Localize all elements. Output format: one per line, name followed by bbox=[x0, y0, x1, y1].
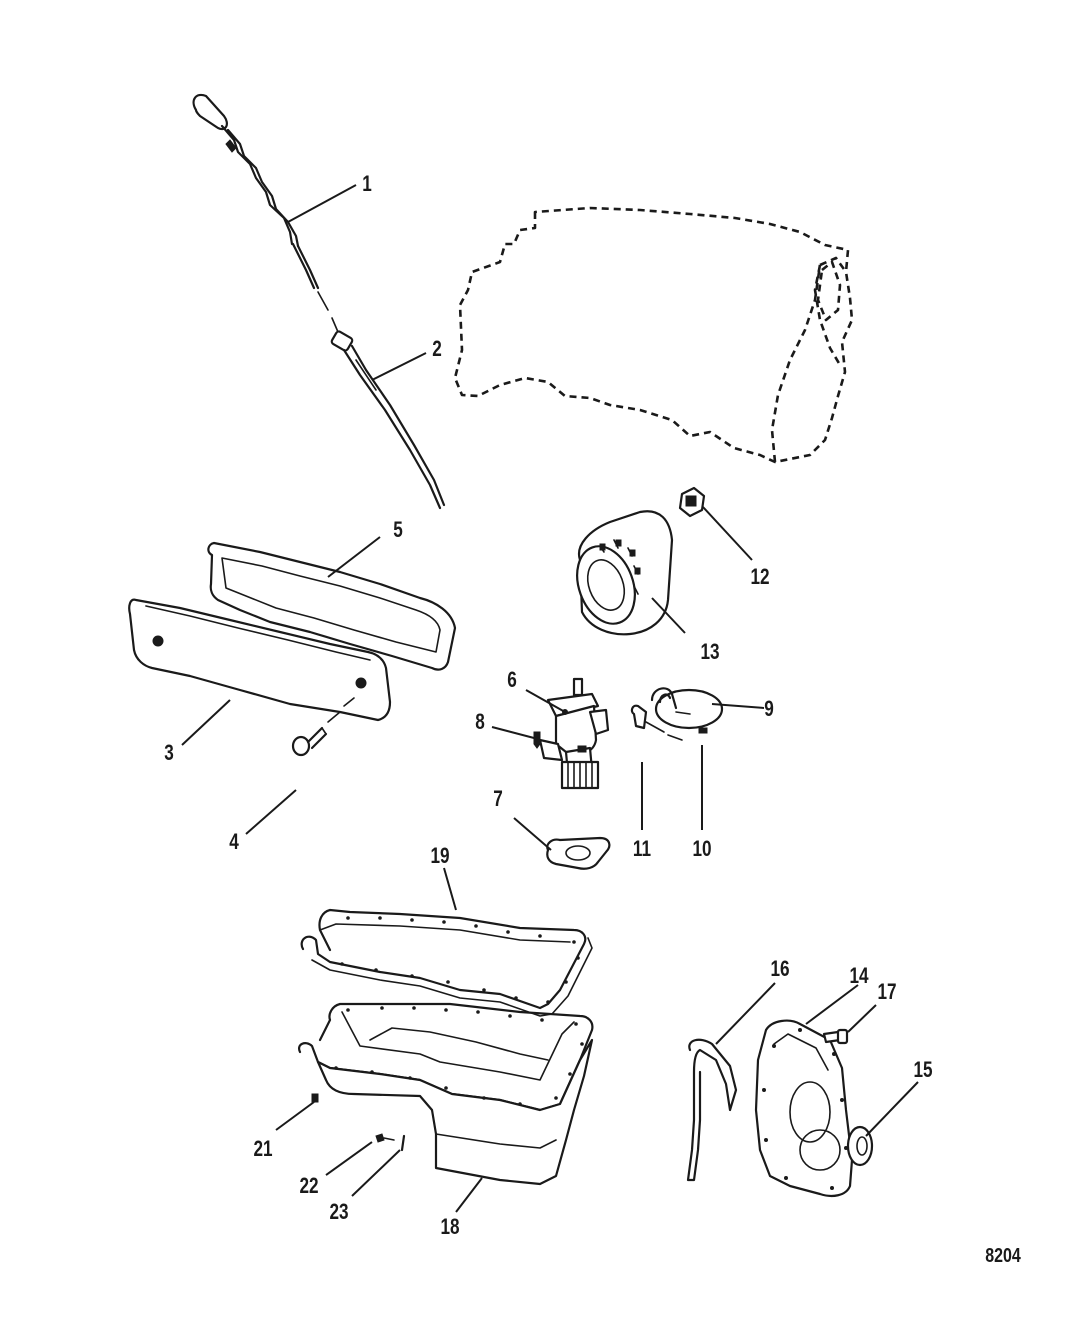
callout-5: 5 bbox=[393, 518, 403, 543]
timing-cover bbox=[754, 1019, 854, 1197]
pan-bolt bbox=[375, 1133, 395, 1143]
callout-16: 16 bbox=[770, 957, 789, 982]
pump-gasket bbox=[546, 836, 611, 870]
oil-pan bbox=[298, 1002, 594, 1186]
oil-filter bbox=[576, 510, 674, 636]
callout-8: 8 bbox=[475, 710, 485, 735]
callout-9: 9 bbox=[764, 697, 774, 722]
callout-13: 13 bbox=[700, 640, 719, 665]
leader-lines bbox=[181, 184, 919, 1213]
rocker-cover-gasket bbox=[207, 541, 457, 671]
callout-15: 15 bbox=[913, 1058, 932, 1083]
dipstick-tube bbox=[330, 330, 446, 510]
callout-7: 7 bbox=[493, 787, 503, 812]
callout-1: 1 bbox=[362, 172, 372, 197]
cover-bolt bbox=[291, 697, 355, 757]
pan-gasket bbox=[300, 908, 593, 1017]
callout-21: 21 bbox=[253, 1137, 272, 1162]
pickup-screw bbox=[698, 727, 708, 734]
callout-10: 10 bbox=[692, 837, 711, 862]
crank-seal bbox=[846, 1125, 874, 1167]
rocker-cover bbox=[128, 598, 392, 722]
callout-19: 19 bbox=[430, 844, 449, 869]
callout-23: 23 bbox=[329, 1200, 348, 1225]
pickup-screen bbox=[650, 687, 724, 730]
callout-17: 17 bbox=[877, 980, 896, 1005]
cover-screw bbox=[822, 1028, 849, 1045]
figure-id: 8204 bbox=[985, 1244, 1021, 1266]
filter-fitting bbox=[678, 486, 706, 518]
cover-gasket bbox=[686, 1038, 738, 1182]
dipstick-handle bbox=[192, 93, 339, 333]
callout-11: 11 bbox=[633, 837, 651, 862]
callout-2: 2 bbox=[432, 337, 442, 362]
callout-6: 6 bbox=[507, 668, 517, 693]
pump-screw bbox=[533, 731, 541, 749]
callout-14: 14 bbox=[849, 964, 868, 989]
callout-22: 22 bbox=[299, 1174, 318, 1199]
callout-12: 12 bbox=[750, 565, 769, 590]
engine-block-outline bbox=[453, 206, 854, 464]
pan-stud bbox=[400, 1134, 406, 1152]
callout-18: 18 bbox=[440, 1215, 459, 1240]
callout-labels: 1 2 3 4 5 6 7 8 9 10 11 12 13 14 15 16 1… bbox=[164, 172, 932, 1240]
pickup-clip bbox=[630, 704, 683, 741]
callout-3: 3 bbox=[164, 741, 174, 766]
oil-pump bbox=[538, 677, 610, 790]
drain-plug bbox=[311, 1093, 319, 1103]
callout-4: 4 bbox=[229, 830, 239, 855]
